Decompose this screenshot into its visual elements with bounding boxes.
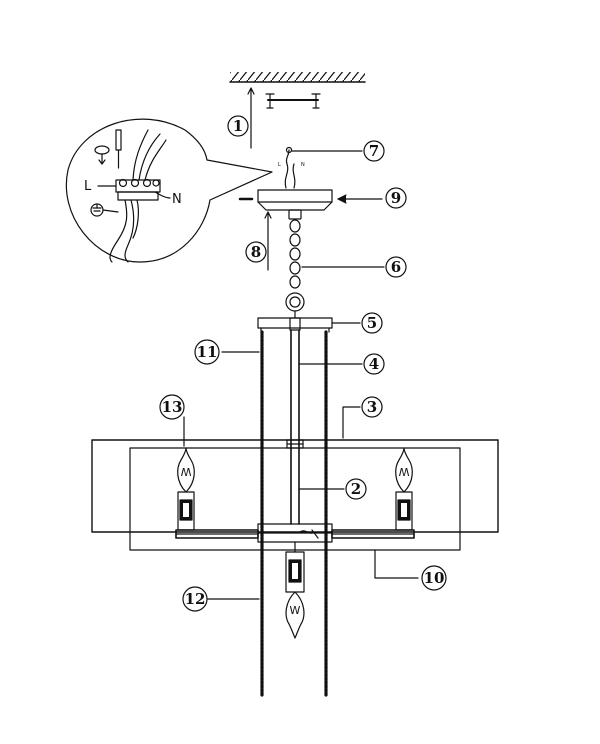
callout-circle-8 — [245, 241, 267, 263]
callout-6: 6 — [391, 258, 401, 276]
live-label: L — [84, 179, 92, 194]
callout-10: 10 — [424, 569, 445, 587]
supply-wires — [284, 146, 296, 189]
canopy — [257, 189, 333, 211]
callout-circle-2 — [345, 478, 367, 500]
terminal-block — [115, 178, 161, 201]
leader-3 — [342, 406, 361, 439]
callout-circle-12 — [182, 586, 208, 612]
candle-right — [395, 447, 413, 531]
callout-7: 7 — [369, 142, 379, 160]
callout-circle-13 — [159, 394, 185, 420]
callout-8: 8 — [251, 243, 261, 261]
ceiling — [229, 72, 366, 83]
bulb-mark-right: W — [398, 465, 409, 478]
candle-arms — [175, 523, 415, 543]
screwdriver-icon — [94, 129, 122, 169]
bubble-wires — [97, 129, 171, 263]
callout-1: 1 — [233, 117, 243, 135]
bulb-mark-bottom: W — [290, 604, 301, 617]
callout-circle-1 — [227, 115, 249, 137]
leader-1 — [247, 87, 255, 149]
wiring-detail-bubble — [65, 118, 273, 263]
callout-9: 9 — [391, 189, 401, 207]
mounting-bracket — [265, 93, 321, 109]
callout-circle-11 — [194, 339, 220, 365]
leader-8 — [264, 211, 272, 271]
callout-circle-9 — [385, 187, 407, 209]
callout-circle-5 — [361, 312, 383, 334]
chain — [285, 209, 305, 319]
hub-detail — [299, 529, 319, 539]
ground-symbol — [90, 203, 119, 217]
bulb-mark-left: W — [180, 465, 191, 478]
canopy-screws — [238, 194, 383, 204]
callout-circle-3 — [361, 396, 383, 418]
callout-circle-6 — [385, 256, 407, 278]
candle-bottom — [285, 541, 305, 639]
callout-2: 2 — [351, 480, 361, 498]
candle-left — [177, 447, 195, 531]
neutral-label: N — [172, 192, 182, 207]
callout-11: 11 — [197, 343, 218, 361]
callout-circle-4 — [363, 353, 385, 375]
callout-3: 3 — [367, 398, 377, 416]
wire-label-l: L — [278, 162, 281, 168]
callout-12: 12 — [185, 590, 206, 608]
callout-circle-10 — [421, 565, 447, 591]
top-plate — [257, 317, 333, 333]
callout-13: 13 — [162, 398, 183, 416]
central-rod — [286, 329, 304, 525]
callout-circle-7 — [363, 140, 385, 162]
callout-circles — [159, 115, 447, 612]
callout-5: 5 — [367, 314, 377, 332]
callout-4: 4 — [369, 355, 379, 373]
leader-10 — [374, 549, 419, 579]
wire-label-n: N — [301, 162, 305, 168]
